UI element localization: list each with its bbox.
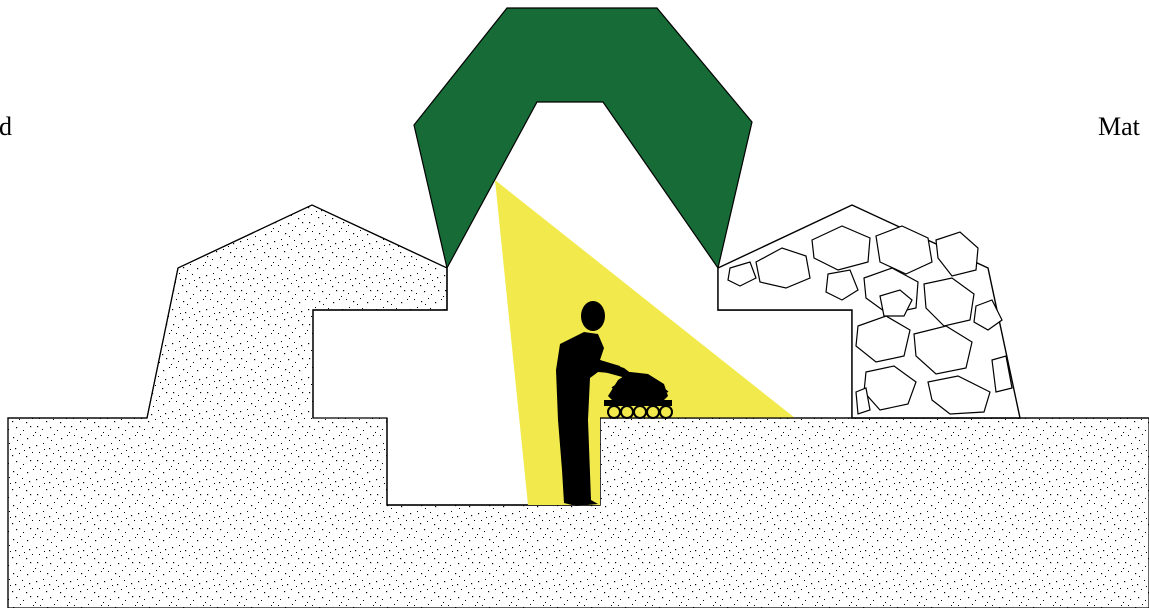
edge-label-left: nd [0,112,12,142]
stone-mound [718,205,1020,418]
green-arch [414,8,752,268]
edge-label-right: Mat [1098,112,1140,142]
